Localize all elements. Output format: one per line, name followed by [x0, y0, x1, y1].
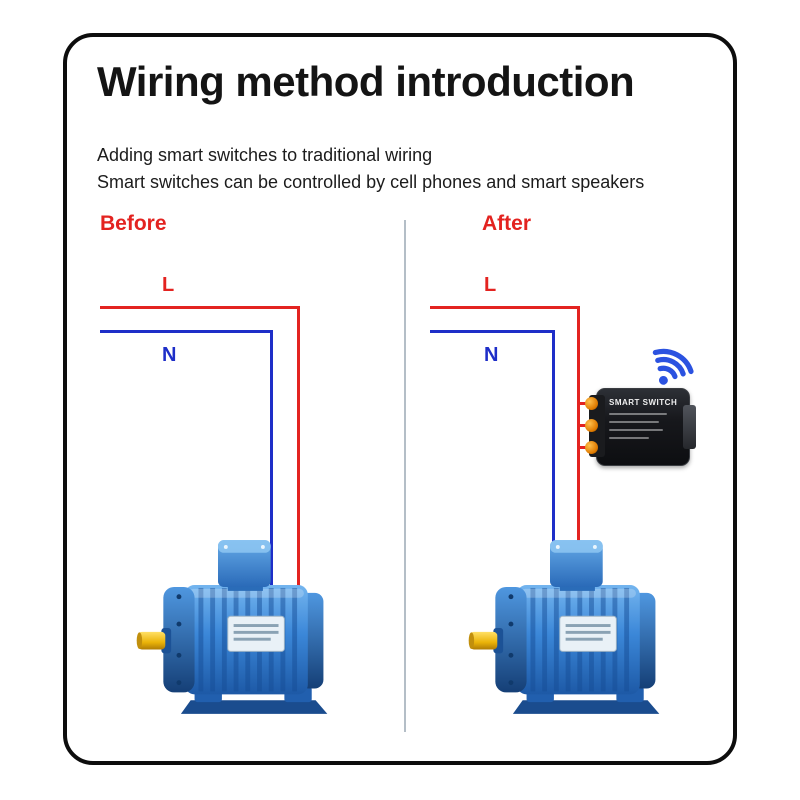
section-divider	[404, 220, 406, 732]
motor-illustration-before	[136, 534, 341, 720]
after-l-label: L	[484, 274, 497, 296]
device-spec-line	[609, 429, 663, 431]
before-n-wire-vertical	[270, 330, 273, 592]
before-l-wire-vertical	[297, 306, 300, 600]
rounded-border-frame	[63, 33, 737, 765]
after-label: After	[482, 212, 532, 235]
device-spec-line	[609, 421, 659, 423]
before-n-label: N	[162, 344, 177, 366]
after-n-label: N	[484, 344, 499, 366]
subtitle: Adding smart switches to traditional wir…	[97, 142, 644, 196]
after-l-wire-horizontal	[430, 306, 580, 309]
wifi-icon	[652, 348, 694, 385]
smart-switch-device: SMART SWITCH	[585, 388, 696, 466]
after-n-wire-vertical	[552, 330, 555, 592]
device-brand-label: SMART SWITCH	[609, 398, 678, 407]
device-connector	[683, 405, 696, 449]
before-n-wire-horizontal	[100, 330, 273, 333]
terminal-screw-icon	[585, 441, 598, 454]
before-l-label: L	[162, 274, 175, 296]
page-title: Wiring method introduction	[97, 58, 635, 105]
motor-illustration-after	[468, 534, 673, 720]
terminal-screw-icon	[585, 419, 598, 432]
after-n-wire-horizontal	[430, 330, 555, 333]
before-label: Before	[100, 212, 167, 235]
subtitle-line-1: Adding smart switches to traditional wir…	[97, 145, 433, 165]
subtitle-line-2: Smart switches can be controlled by cell…	[97, 172, 645, 192]
before-l-wire-horizontal	[100, 306, 300, 309]
device-spec-line	[609, 413, 667, 415]
device-spec-line	[609, 437, 649, 439]
device-label-sticker: SMART SWITCH	[609, 398, 677, 456]
terminal-screw-icon	[585, 397, 598, 410]
after-l-wire-vertical	[577, 306, 580, 602]
